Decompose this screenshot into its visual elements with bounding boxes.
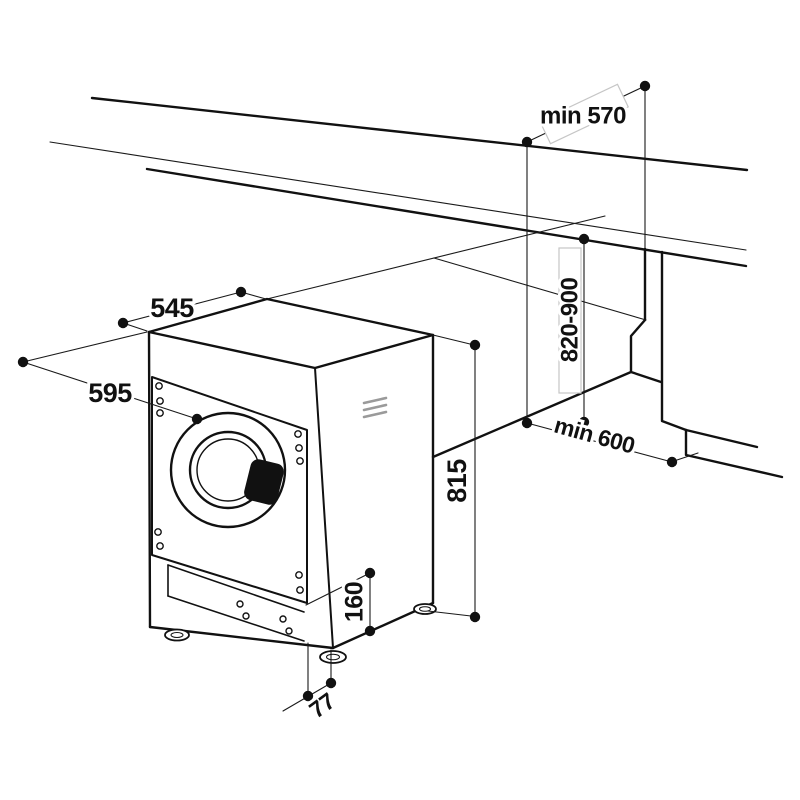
dim-machine-height: 815 [427,334,481,623]
dim-top-depth: 545 [117,286,267,332]
machine-front-left-edge [147,330,152,629]
worktop [49,96,749,268]
dim-plinth-height-label: 160 [341,582,369,622]
dim-machine-height-label: 815 [442,459,472,503]
dim-niche-depth: min 600 [521,409,699,468]
dim-dot [117,317,129,329]
cabinet-plinth-edge [684,428,784,479]
washing-machine [147,297,437,664]
leader-right [676,452,699,461]
dim-dot [578,233,590,245]
door [169,411,287,529]
vent-slots-icon [362,396,388,419]
worktop-back-edge [90,96,749,172]
dim-niche-height-label: 820-900 [556,278,583,363]
dim-counter-depth-label: min 570 [540,102,626,129]
dim-line [526,422,673,463]
dim-label-box [538,83,630,145]
dim-counter-depth: min 570 [521,80,651,424]
dim-niche-depth-label: min 600 [551,412,637,459]
dim-label-box [558,247,582,394]
niche-floor-edge [431,370,633,459]
dim-line [22,361,198,420]
leader-top [432,334,471,345]
plinth-band [167,564,305,642]
dim-dot [302,690,314,702]
mounting-plate-screw-holes [154,382,304,594]
width-alignment-line [433,257,647,321]
dim-top-depth-label: 545 [150,293,194,323]
worktop-front-top-edge [49,141,747,251]
cabinet-bottom-edge [684,428,759,449]
cabinet-side-panels [629,90,784,479]
leader-bottom [427,610,472,617]
dim-dot [666,456,678,468]
cabinet-front-edge [660,250,688,432]
dim-dot [521,417,533,429]
dim-line [122,291,242,324]
dim-dot [469,339,481,351]
leader [305,572,371,606]
leader [22,331,148,363]
machine-front-right-edge [314,367,334,649]
notched-panel-edge [629,247,663,384]
dim-toe-offset: 77 [282,642,342,726]
dim-dot [235,286,247,298]
dim-dot [469,611,481,623]
dim-plinth-height: 160 [305,567,376,637]
dim-dot [325,677,337,689]
worktop-front-bottom-edge [145,167,748,268]
dim-width: 595 [17,331,203,425]
dim-dot [191,413,203,425]
leveling-feet [164,603,437,664]
dim-dot [17,356,29,368]
dim-dot [364,567,376,579]
construction-lines [266,215,647,321]
dim-dot [639,80,651,92]
door-handle [244,459,284,505]
dim-dot [578,416,590,428]
dim-niche-height: 820-900 [553,233,590,428]
dim-dot [521,136,533,148]
dim-dot [364,625,376,637]
dim-width-label: 595 [88,378,132,408]
depth-alignment-line [266,215,606,300]
